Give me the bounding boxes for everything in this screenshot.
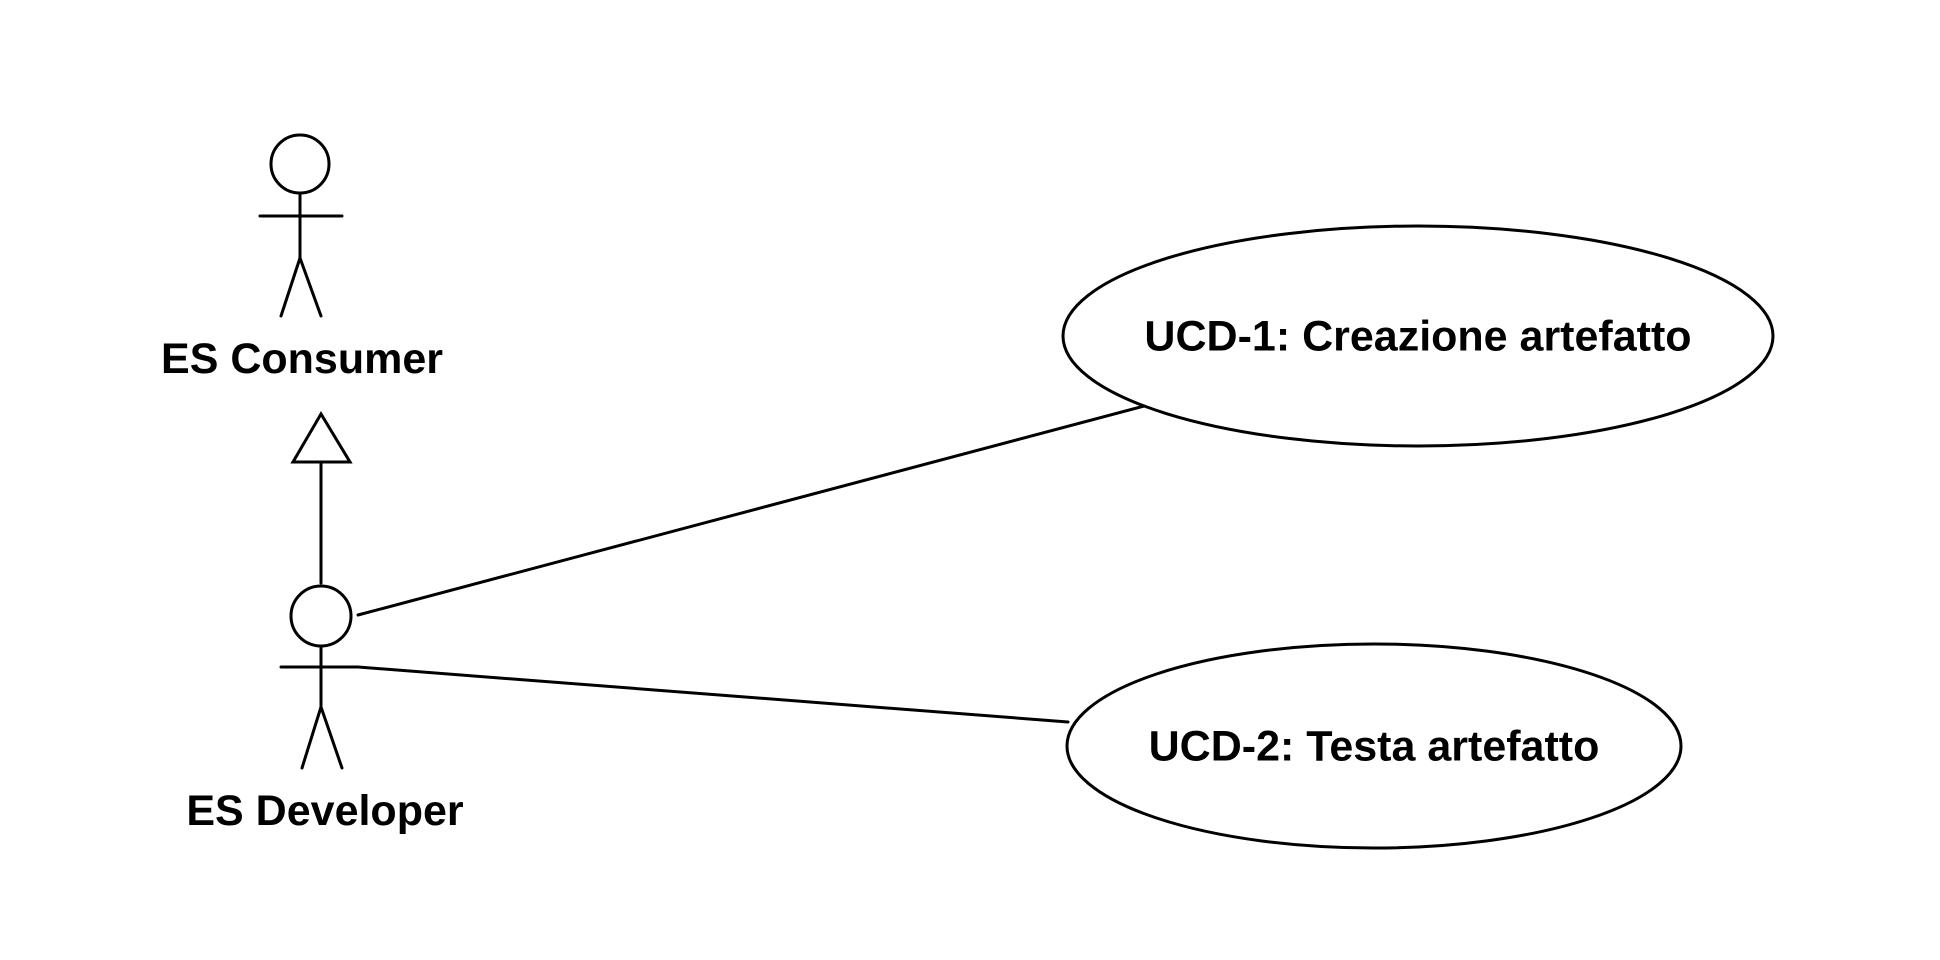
association-developer-ucd1 — [356, 403, 1150, 617]
use-case-label-ucd-2: UCD-2: Testa artefatto — [1149, 722, 1600, 770]
actor-left-leg — [300, 705, 323, 770]
use-case-ucd-2: UCD-2: Testa artefatto — [1065, 642, 1683, 850]
association-developer-ucd2 — [356, 665, 1070, 724]
generalization-arrow — [290, 411, 353, 585]
actor-es-developer — [279, 584, 360, 770]
actor-right-leg — [319, 705, 344, 770]
actor-left-leg — [279, 256, 302, 318]
actor-head — [289, 584, 353, 648]
use-case-ellipse — [1061, 224, 1775, 448]
actor-es-consumer — [258, 133, 344, 318]
use-case-label-ucd-1: UCD-1: Creazione artefatto — [1144, 312, 1691, 360]
use-case-ucd-1: UCD-1: Creazione artefatto — [1061, 224, 1775, 448]
generalization-triangle-icon — [290, 411, 353, 464]
use-case-ellipse — [1065, 642, 1683, 850]
actor-label-es-developer: ES Developer — [186, 787, 463, 835]
actor-head — [269, 133, 331, 195]
actor-label-es-consumer: ES Consumer — [161, 335, 443, 383]
actor-right-leg — [298, 256, 323, 318]
